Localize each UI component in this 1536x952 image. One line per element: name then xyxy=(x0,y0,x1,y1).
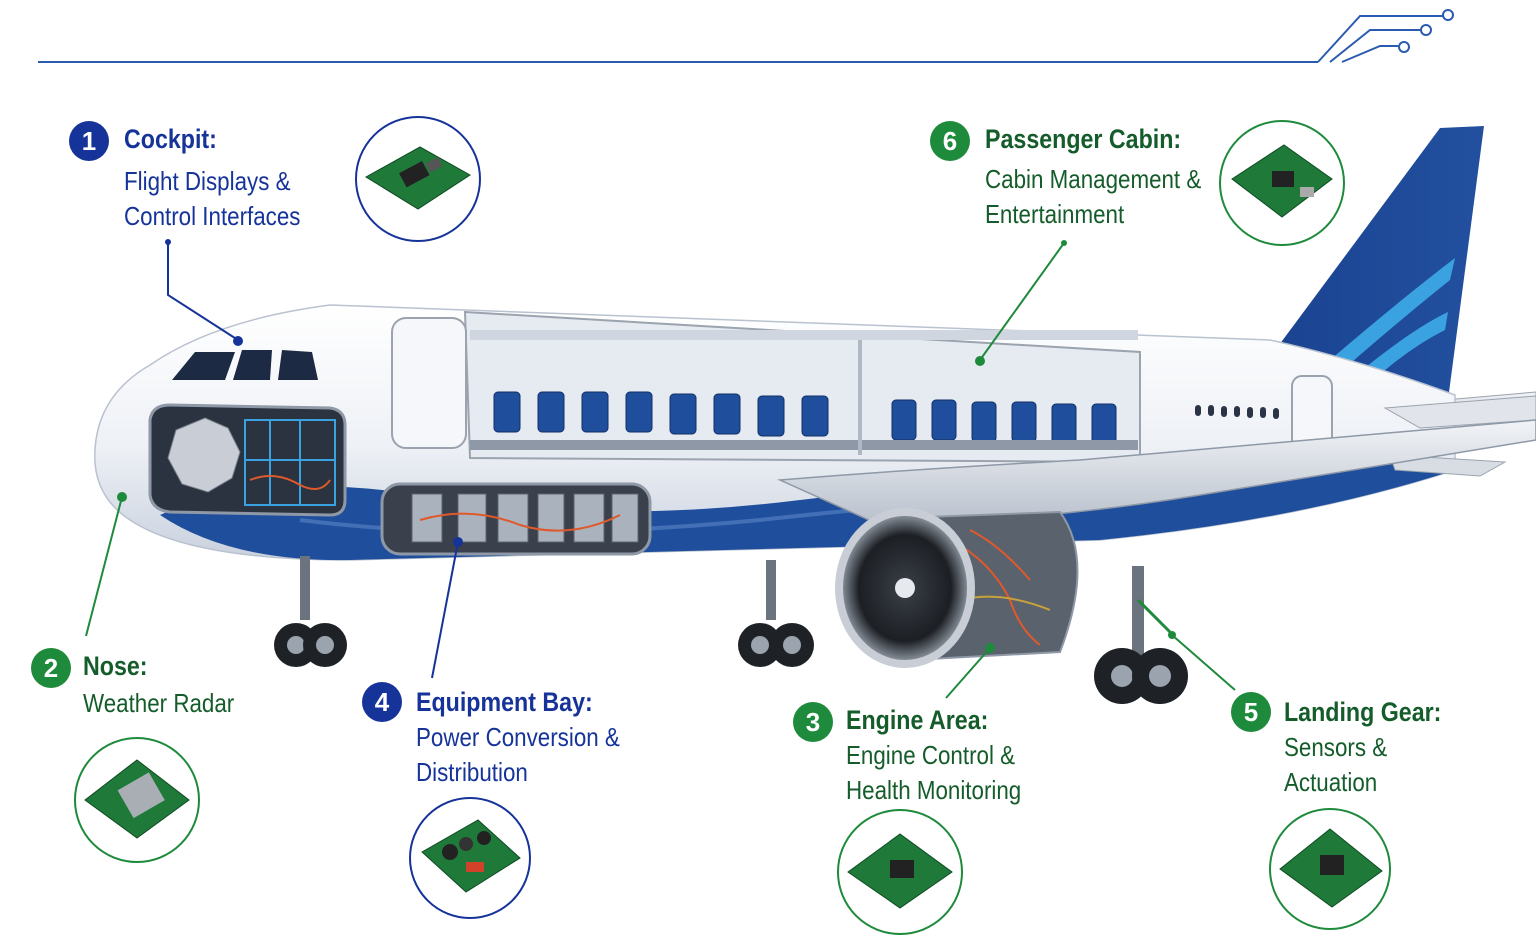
callout-description-line: Entertainment xyxy=(985,199,1125,229)
circuit-board-icon xyxy=(1269,808,1391,930)
callout-title: Equipment Bay: xyxy=(416,687,593,717)
callout-description: Power Conversion & Distribution xyxy=(416,720,620,790)
leader-equipment-bay xyxy=(431,541,459,679)
callout-number-badge: 6 xyxy=(930,121,970,161)
callout-number-badge: 3 xyxy=(793,702,833,742)
leader-cabin xyxy=(979,242,1065,361)
callout-description-line: Weather Radar xyxy=(83,688,235,718)
leader-cockpit xyxy=(167,242,239,341)
callout-description: Sensors & Actuation xyxy=(1284,730,1387,800)
callout-description-line: Flight Displays & xyxy=(124,166,291,196)
circuit-board-icon xyxy=(74,737,200,863)
callout-title: Nose: xyxy=(83,651,148,681)
callout-description-line: Health Monitoring xyxy=(846,775,1022,805)
horizontal-stabilizer-lower xyxy=(1389,454,1507,477)
callout-description: Flight Displays & Control Interfaces xyxy=(124,164,300,234)
circuit-board-icon xyxy=(409,797,531,919)
main-landing-gear-right xyxy=(1094,566,1188,704)
callout-description: Cabin Management & Entertainment xyxy=(985,162,1201,232)
circuit-trace-icon xyxy=(1317,9,1454,63)
equipment-bay-cutaway xyxy=(380,482,652,556)
callout-description-line: Control Interfaces xyxy=(124,201,301,231)
leader-lines xyxy=(85,239,1236,699)
leader-engine xyxy=(945,647,991,699)
leader-landing-gear xyxy=(1171,634,1236,691)
callout-description: Engine Control & Health Monitoring xyxy=(846,738,1021,808)
radar-antenna xyxy=(167,417,241,493)
callout-title: Landing Gear: xyxy=(1284,697,1442,727)
front-door xyxy=(391,317,467,449)
circuit-board-icon xyxy=(1219,120,1345,246)
cabin-seats xyxy=(493,391,1117,445)
callout-title: Passenger Cabin: xyxy=(985,124,1182,154)
horizontal-stabilizer xyxy=(1383,395,1536,429)
callout-description-line: Distribution xyxy=(416,757,528,787)
header-decoration xyxy=(38,9,1454,63)
leader-nose xyxy=(85,496,123,637)
circuit-board-icon xyxy=(837,809,963,935)
main-landing-gear-left xyxy=(738,560,814,667)
callout-description-line: Sensors & xyxy=(1284,732,1388,762)
callout-description-line: Power Conversion & xyxy=(416,722,620,752)
callout-title: Engine Area: xyxy=(846,705,989,735)
callout-number-badge: 5 xyxy=(1231,692,1271,732)
callout-title: Cockpit: xyxy=(124,124,217,154)
board-icons xyxy=(74,116,1391,935)
cockpit-windows xyxy=(172,350,318,380)
callout-number-badge: 4 xyxy=(362,682,402,722)
callout-number-badge: 1 xyxy=(69,121,109,161)
callout-description-line: Engine Control & xyxy=(846,740,1016,770)
callout-number-badge: 2 xyxy=(31,648,71,688)
callout-description-line: Cabin Management & xyxy=(985,164,1202,194)
circuit-board-icon xyxy=(355,116,481,242)
nose-landing-gear xyxy=(274,556,347,667)
callout-description: Weather Radar xyxy=(83,686,234,721)
cabin-cutaway xyxy=(463,310,1141,464)
engine-cutaway xyxy=(835,508,1079,668)
tail-stripe-1 xyxy=(1330,258,1455,368)
callout-description-line: Actuation xyxy=(1284,767,1378,797)
cabin-windows xyxy=(1195,405,1279,419)
nose-radar-cutaway xyxy=(148,403,347,517)
